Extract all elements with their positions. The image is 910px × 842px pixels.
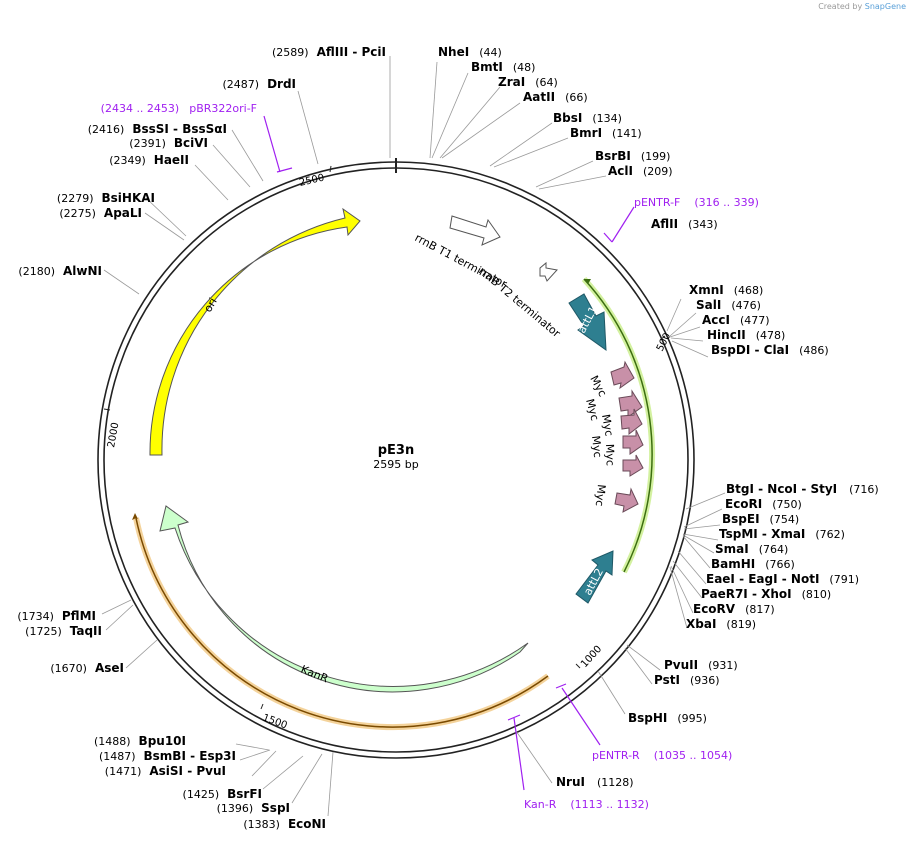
insert-line-arrow xyxy=(584,279,591,284)
enzymes-left: (1383)EcoNI (1396)SspI (1425)BsrFI (1471… xyxy=(17,45,386,831)
enzyme-bsmbi-esp3i: (1487)BsmBI - Esp3I xyxy=(99,749,236,763)
enzymes-right: NheI(44) BmtI(48) ZraI(64) AatII(66) Bbs… xyxy=(438,45,879,789)
enzyme-bsrfi: (1425)BsrFI xyxy=(183,787,262,801)
tick-2500: 2500 xyxy=(298,172,325,188)
enzyme-bsssi-bsssai: (2416)BssSI - BssSαI xyxy=(88,122,227,136)
rrnb-t1-feature xyxy=(449,215,501,246)
enzyme-acci: AccI(477) xyxy=(702,313,770,327)
enzyme-bbsi: BbsI(134) xyxy=(553,111,622,125)
myc-label-2: Myc xyxy=(583,397,601,422)
enzyme-econi: (1383)EcoNI xyxy=(243,817,326,831)
enzyme-asisi-pvui: (1471)AsiSI - PvuI xyxy=(105,764,226,778)
enzyme-bamhi: BamHI(766) xyxy=(711,557,795,571)
myc-arrow-4 xyxy=(622,429,644,455)
ori-label: ori xyxy=(201,296,219,315)
enzyme-acli: AclI(209) xyxy=(608,164,673,178)
primer-pbr322ori-f: (2434 .. 2453)pBR322ori-F xyxy=(101,102,257,115)
enzyme-tspmi-xmai: TspMI - XmaI(762) xyxy=(719,527,845,541)
ori-feature xyxy=(149,207,361,456)
primers: pENTR-F(316 .. 339) pENTR-R(1035 .. 1054… xyxy=(101,102,759,811)
kanr-label: KanR xyxy=(299,663,331,686)
primer-pentr-f: pENTR-F(316 .. 339) xyxy=(634,196,759,209)
snapgene-credit: Created by SnapGene xyxy=(818,2,906,11)
myc-arrow-1 xyxy=(610,360,635,390)
enzyme-leader-lines xyxy=(101,56,726,817)
enzyme-ecori: EcoRI(750) xyxy=(725,497,802,511)
credit-brand: SnapGene xyxy=(864,2,906,11)
enzyme-nhei: NheI(44) xyxy=(438,45,502,59)
enzyme-eaei-eagi-noti: EaeI - EagI - NotI(791) xyxy=(706,572,859,586)
enzyme-smai: SmaI(764) xyxy=(715,542,788,556)
myc-label-1: Myc xyxy=(587,373,609,399)
enzyme-paer7i-xhoi: PaeR7I - XhoI(810) xyxy=(701,587,831,601)
enzyme-zrai: ZraI(64) xyxy=(498,75,558,89)
kanr-line xyxy=(135,517,549,728)
enzyme-btgi-ncoi-styi: BtgI - NcoI - StyI(716) xyxy=(726,482,879,496)
enzyme-alwni: (2180)AlwNI xyxy=(18,264,102,278)
myc-label-4: Myc xyxy=(589,435,604,458)
enzyme-bmri: BmrI(141) xyxy=(570,126,642,140)
enzyme-bpu10i: (1488)Bpu10I xyxy=(94,734,186,748)
plasmid-name: pE3n xyxy=(378,443,415,458)
enzyme-asei: (1670)AseI xyxy=(50,661,124,675)
enzyme-hincii: HincII(478) xyxy=(707,328,785,342)
enzyme-aflii: AflII(343) xyxy=(651,217,718,231)
kanr-feature xyxy=(159,505,529,693)
enzyme-afliii-pcii: (2589)AflIII - PciI xyxy=(272,45,386,59)
myc-arrow-6 xyxy=(614,487,639,513)
enzyme-bmti: BmtI(48) xyxy=(471,60,535,74)
enzyme-bspdi-clai: BspDI - ClaI(486) xyxy=(711,343,829,357)
kanr-highlight xyxy=(133,517,550,731)
enzyme-apali: (2275)ApaLI xyxy=(59,206,142,220)
myc-arrow-5 xyxy=(622,454,644,477)
enzyme-bsihkai: (2279)BsiHKAI xyxy=(57,191,155,205)
primer-pentr-r: pENTR-R(1035 .. 1054) xyxy=(592,749,732,762)
primer-leader-lines xyxy=(263,115,635,791)
tick-1500: 1500 xyxy=(261,712,289,731)
plasmid-length: 2595 bp xyxy=(373,458,418,471)
enzyme-bspei: BspEI(754) xyxy=(722,512,799,526)
enzyme-sspi: (1396)SspI xyxy=(217,801,290,815)
enzyme-ecorv: EcoRV(817) xyxy=(693,602,775,616)
enzyme-nrui: NruI(1128) xyxy=(556,775,634,789)
enzyme-xmni: XmnI(468) xyxy=(689,283,763,297)
tick-2000: 2000 xyxy=(106,422,121,449)
myc-label-6: Myc xyxy=(593,484,608,507)
enzyme-haeii: (2349)HaeII xyxy=(109,153,189,167)
enzyme-xbai: XbaI(819) xyxy=(686,617,756,631)
kanr-line-arrow xyxy=(132,513,138,520)
credit-prefix: Created by xyxy=(818,2,863,11)
enzyme-pflmi: (1734)PflMI xyxy=(17,609,96,623)
attl2-feature: attL2 xyxy=(575,550,614,604)
enzyme-bsrbi: BsrBI(199) xyxy=(595,149,670,163)
myc-label-3: Myc xyxy=(599,413,616,437)
myc-tags: Myc Myc Myc Myc Myc Myc xyxy=(583,360,644,513)
myc-label-5: Myc xyxy=(603,444,617,467)
insert-line xyxy=(583,278,653,573)
primer-kan-r: Kan-R(1113 .. 1132) xyxy=(524,798,649,811)
enzyme-aatii: AatII(66) xyxy=(523,90,588,104)
tick-1000: 1000 xyxy=(579,644,604,670)
enzyme-sali: SalI(476) xyxy=(696,298,761,312)
enzyme-pvuii: PvuII(931) xyxy=(664,658,738,672)
myc-arrow-2 xyxy=(618,389,643,418)
enzyme-bcivi: (2391)BciVI xyxy=(129,136,208,150)
rrnb-t2-feature xyxy=(539,261,558,282)
enzyme-bsphi: BspHI(995) xyxy=(628,711,707,725)
enzyme-drdi: (2487)DrdI xyxy=(222,77,296,91)
myc-arrow-3 xyxy=(620,408,643,436)
attl1-feature: attL1 xyxy=(568,293,607,352)
enzyme-taqii: (1725)TaqII xyxy=(25,624,102,638)
enzyme-psti: PstI(936) xyxy=(654,673,720,687)
